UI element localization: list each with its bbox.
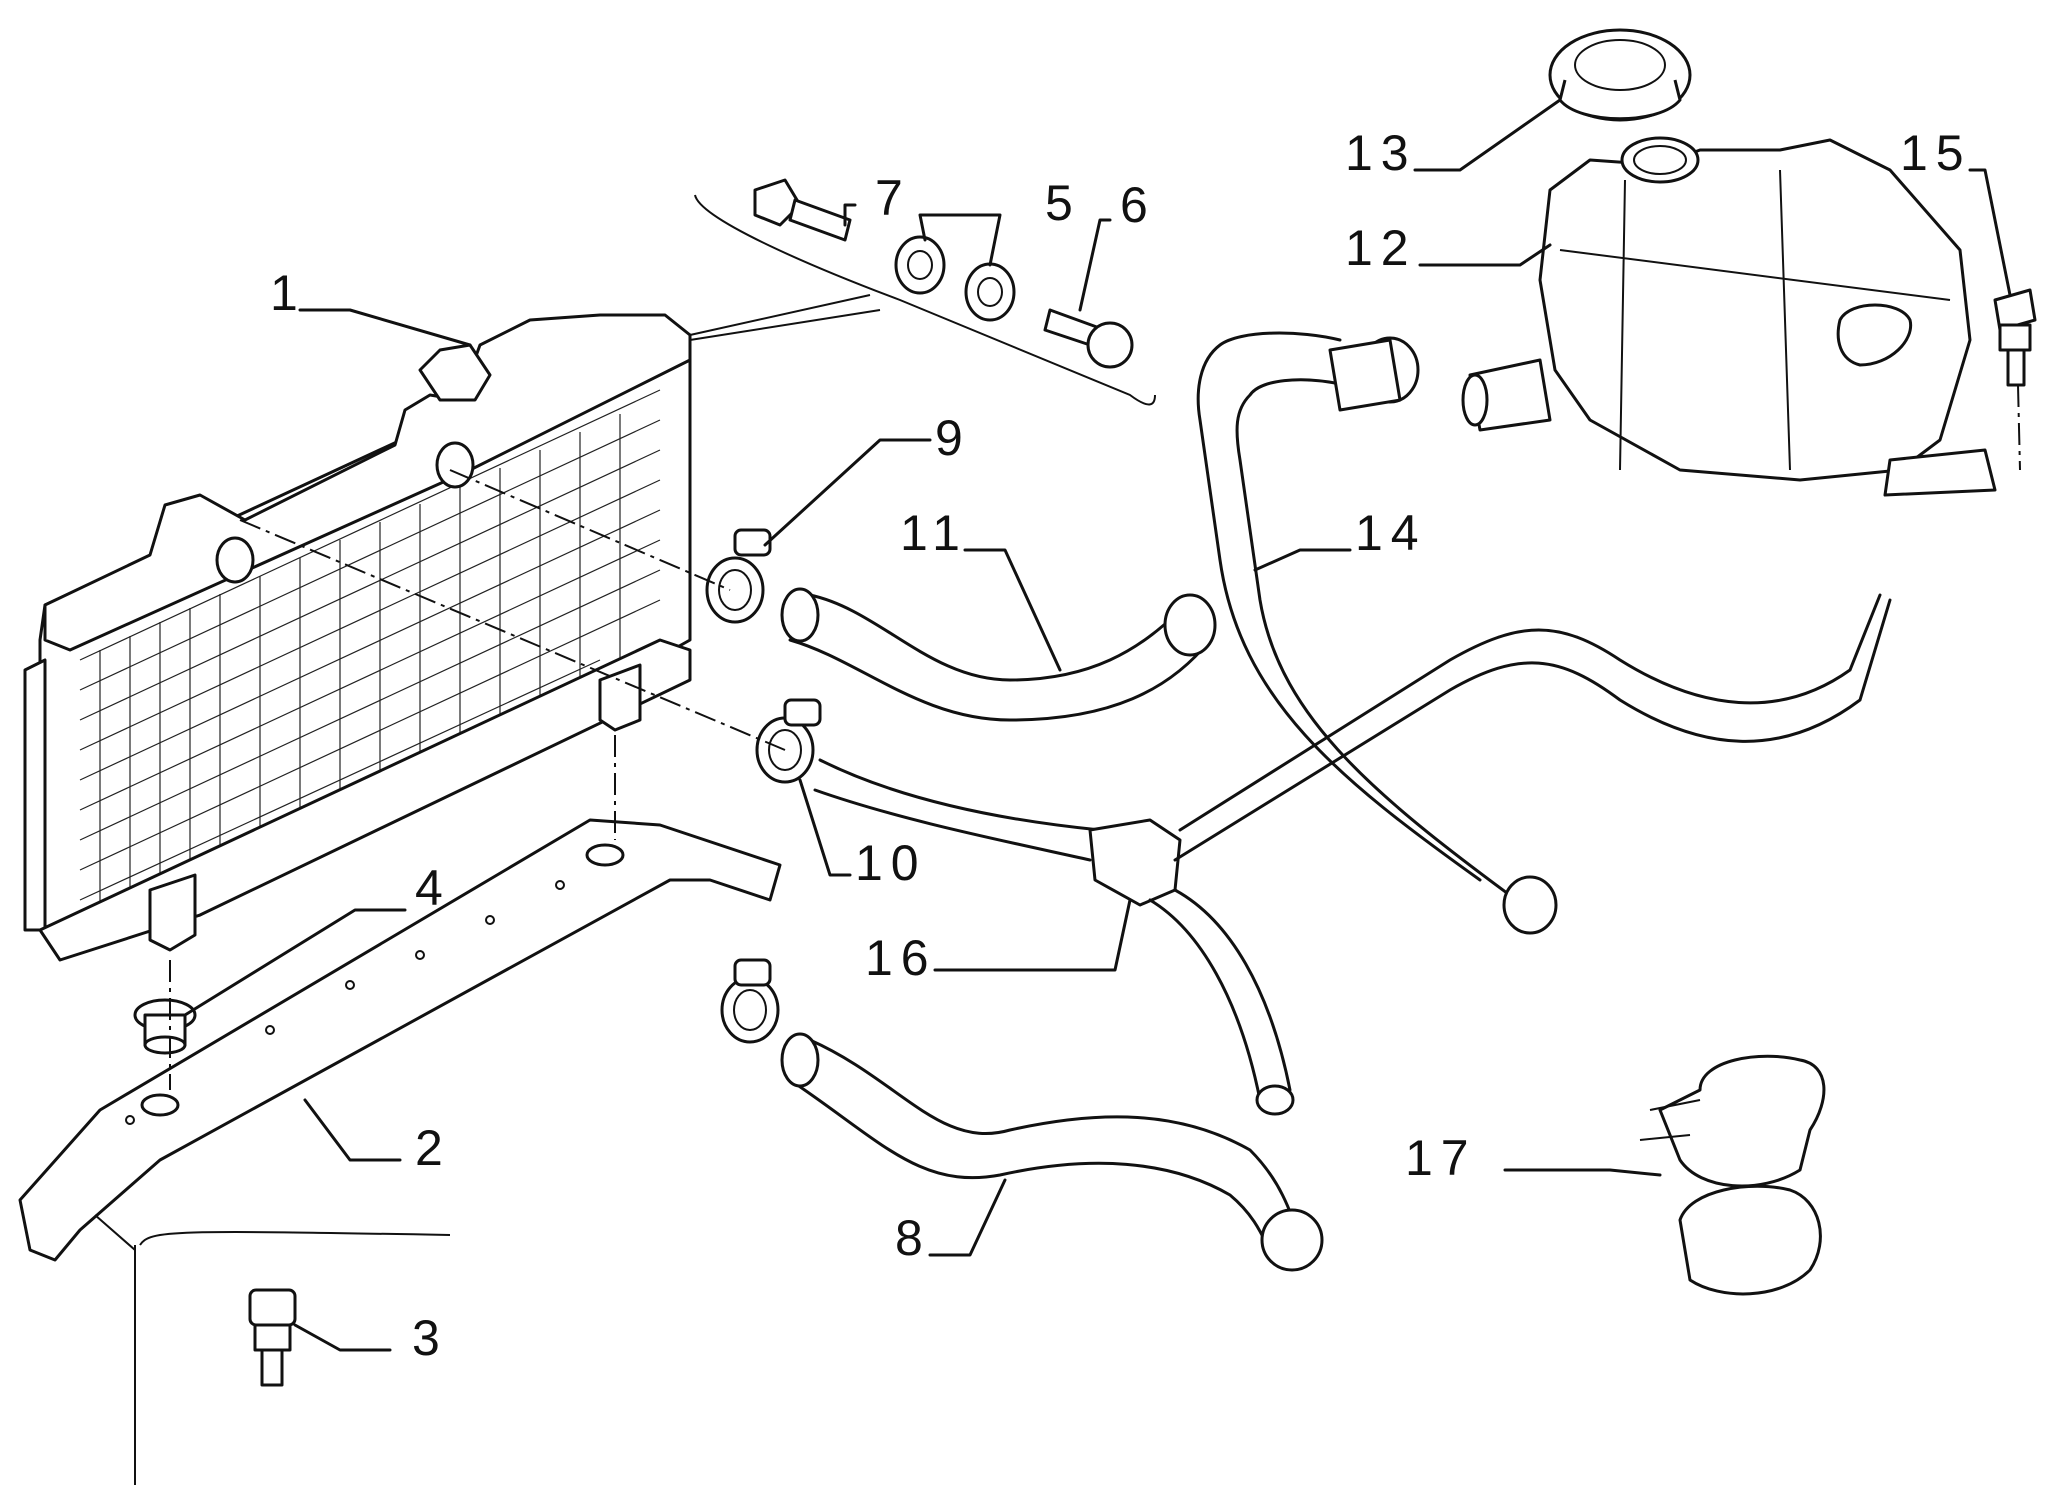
centerline-top [449,469,731,591]
callout-12: 12 [1345,220,1417,276]
callout-4: 4 [415,860,451,916]
tank-hose [1196,331,1558,935]
filler-cap [1548,28,1692,122]
hose-clamp-10 [755,698,822,784]
detail-bracket-bottom [94,1214,451,1485]
t-connector [813,593,1892,1116]
callout-14: 14 [1355,505,1427,561]
callout-9: 9 [935,410,971,466]
centerline-screw [2017,384,2021,471]
callout-1: 1 [270,265,306,321]
lower-hose [780,1032,1324,1272]
hose-clamp-9 [705,528,772,624]
centerline-mid [239,519,786,751]
callout-11: 11 [900,505,968,561]
expansion-tank [1461,136,1997,497]
drain-plug [248,1288,297,1387]
pin [1043,308,1134,369]
hose-clamp-lower [720,958,780,1044]
callout-2: 2 [415,1120,451,1176]
detail-bracket-top [689,194,1156,406]
spacer-bushings [894,235,1016,322]
callout-7: 7 [875,170,911,226]
callout-16: 16 [865,930,937,986]
callout-17: 17 [1405,1130,1477,1186]
hose-clip [1639,1054,1826,1296]
callout-15: 15 [1900,125,1972,181]
callout-10: 10 [855,835,927,891]
callout-3: 3 [412,1310,448,1366]
radiator [23,313,692,962]
upper-hose [780,587,1217,722]
callout-8: 8 [895,1210,931,1266]
callout-13: 13 [1345,125,1417,181]
callout-5: 5 [1045,175,1081,231]
leader-lines [183,98,2012,1352]
callout-6: 6 [1120,177,1156,233]
bolt [753,178,852,242]
grommet [133,998,197,1055]
screw [1993,288,2037,387]
radiator-core [79,389,661,920]
